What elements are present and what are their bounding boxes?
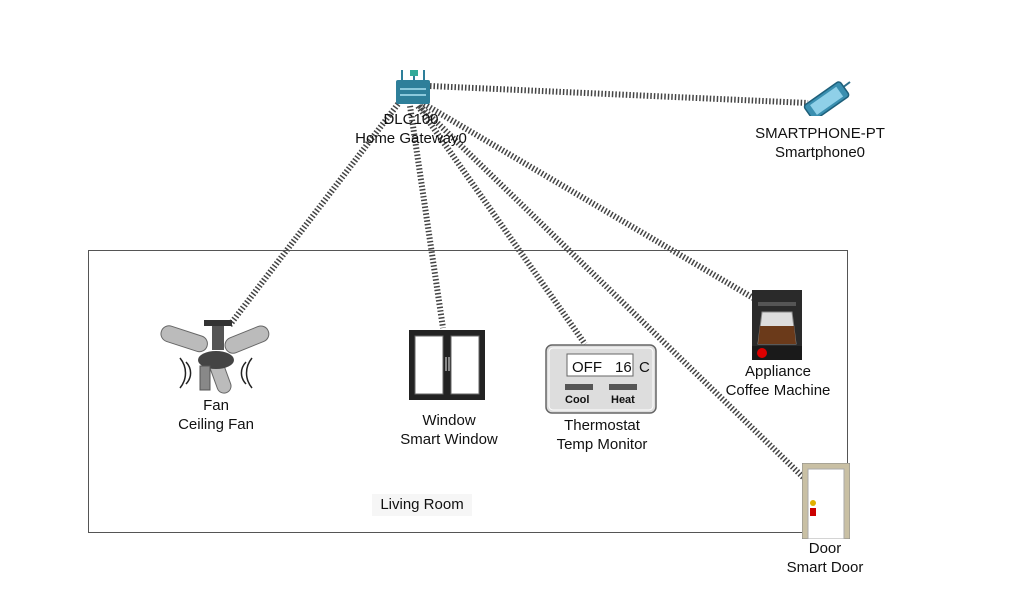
room-label: Living Room <box>372 494 472 516</box>
thermostat-icon[interactable]: OFF 16 C Cool Heat <box>545 344 657 414</box>
thermostat-label: Thermostat Temp Monitor <box>557 416 648 454</box>
living-room-area <box>88 250 848 533</box>
smartphone-label: SMARTPHONE-PT Smartphone0 <box>755 124 885 162</box>
thermostat-unit: C <box>639 359 650 376</box>
window-model: Window <box>422 412 476 429</box>
door-model: Door <box>808 540 842 557</box>
thermostat-status: OFF <box>572 359 602 376</box>
smartphone-name: Smartphone0 <box>774 144 866 161</box>
link-gateway-window <box>407 105 446 329</box>
thermostat-temp: 16 <box>615 359 632 376</box>
thermostat-model: Thermostat <box>564 417 640 434</box>
wireless-links <box>226 83 809 483</box>
home-gateway-icon[interactable] <box>392 66 432 108</box>
fan-label: Fan Ceiling Fan <box>178 396 254 434</box>
gateway-label: DLC100 Home Gateway0 <box>355 110 467 148</box>
appliance-model: Appliance <box>745 363 811 380</box>
thermostat-cool-button[interactable]: Cool <box>565 394 590 406</box>
ceiling-fan-icon[interactable] <box>158 318 274 396</box>
appliance-name: Coffee Machine <box>725 382 831 399</box>
fan-name: Ceiling Fan <box>178 416 254 433</box>
appliance-label: Appliance Coffee Machine <box>726 362 831 400</box>
link-gateway-fan <box>226 102 401 328</box>
thermostat-heat-button[interactable]: Heat <box>611 394 635 406</box>
coffee-machine-icon[interactable] <box>752 290 802 360</box>
smart-door-icon[interactable] <box>801 462 851 540</box>
window-label: Window Smart Window <box>400 411 498 449</box>
link-gateway-thermostat <box>415 104 588 346</box>
smartphone-model: SMARTPHONE-PT <box>755 125 885 142</box>
fan-model: Fan <box>203 397 229 414</box>
door-label: Door Smart Door <box>787 539 864 577</box>
thermostat-name: Temp Monitor <box>556 436 648 453</box>
gateway-model: DLC100 <box>383 111 439 128</box>
link-gateway-smartphone <box>429 83 809 106</box>
window-name: Smart Window <box>400 431 498 448</box>
smartphone-icon[interactable] <box>798 80 854 121</box>
gateway-name: Home Gateway0 <box>355 130 467 147</box>
smart-window-icon[interactable] <box>408 329 486 401</box>
door-name: Smart Door <box>786 559 864 576</box>
